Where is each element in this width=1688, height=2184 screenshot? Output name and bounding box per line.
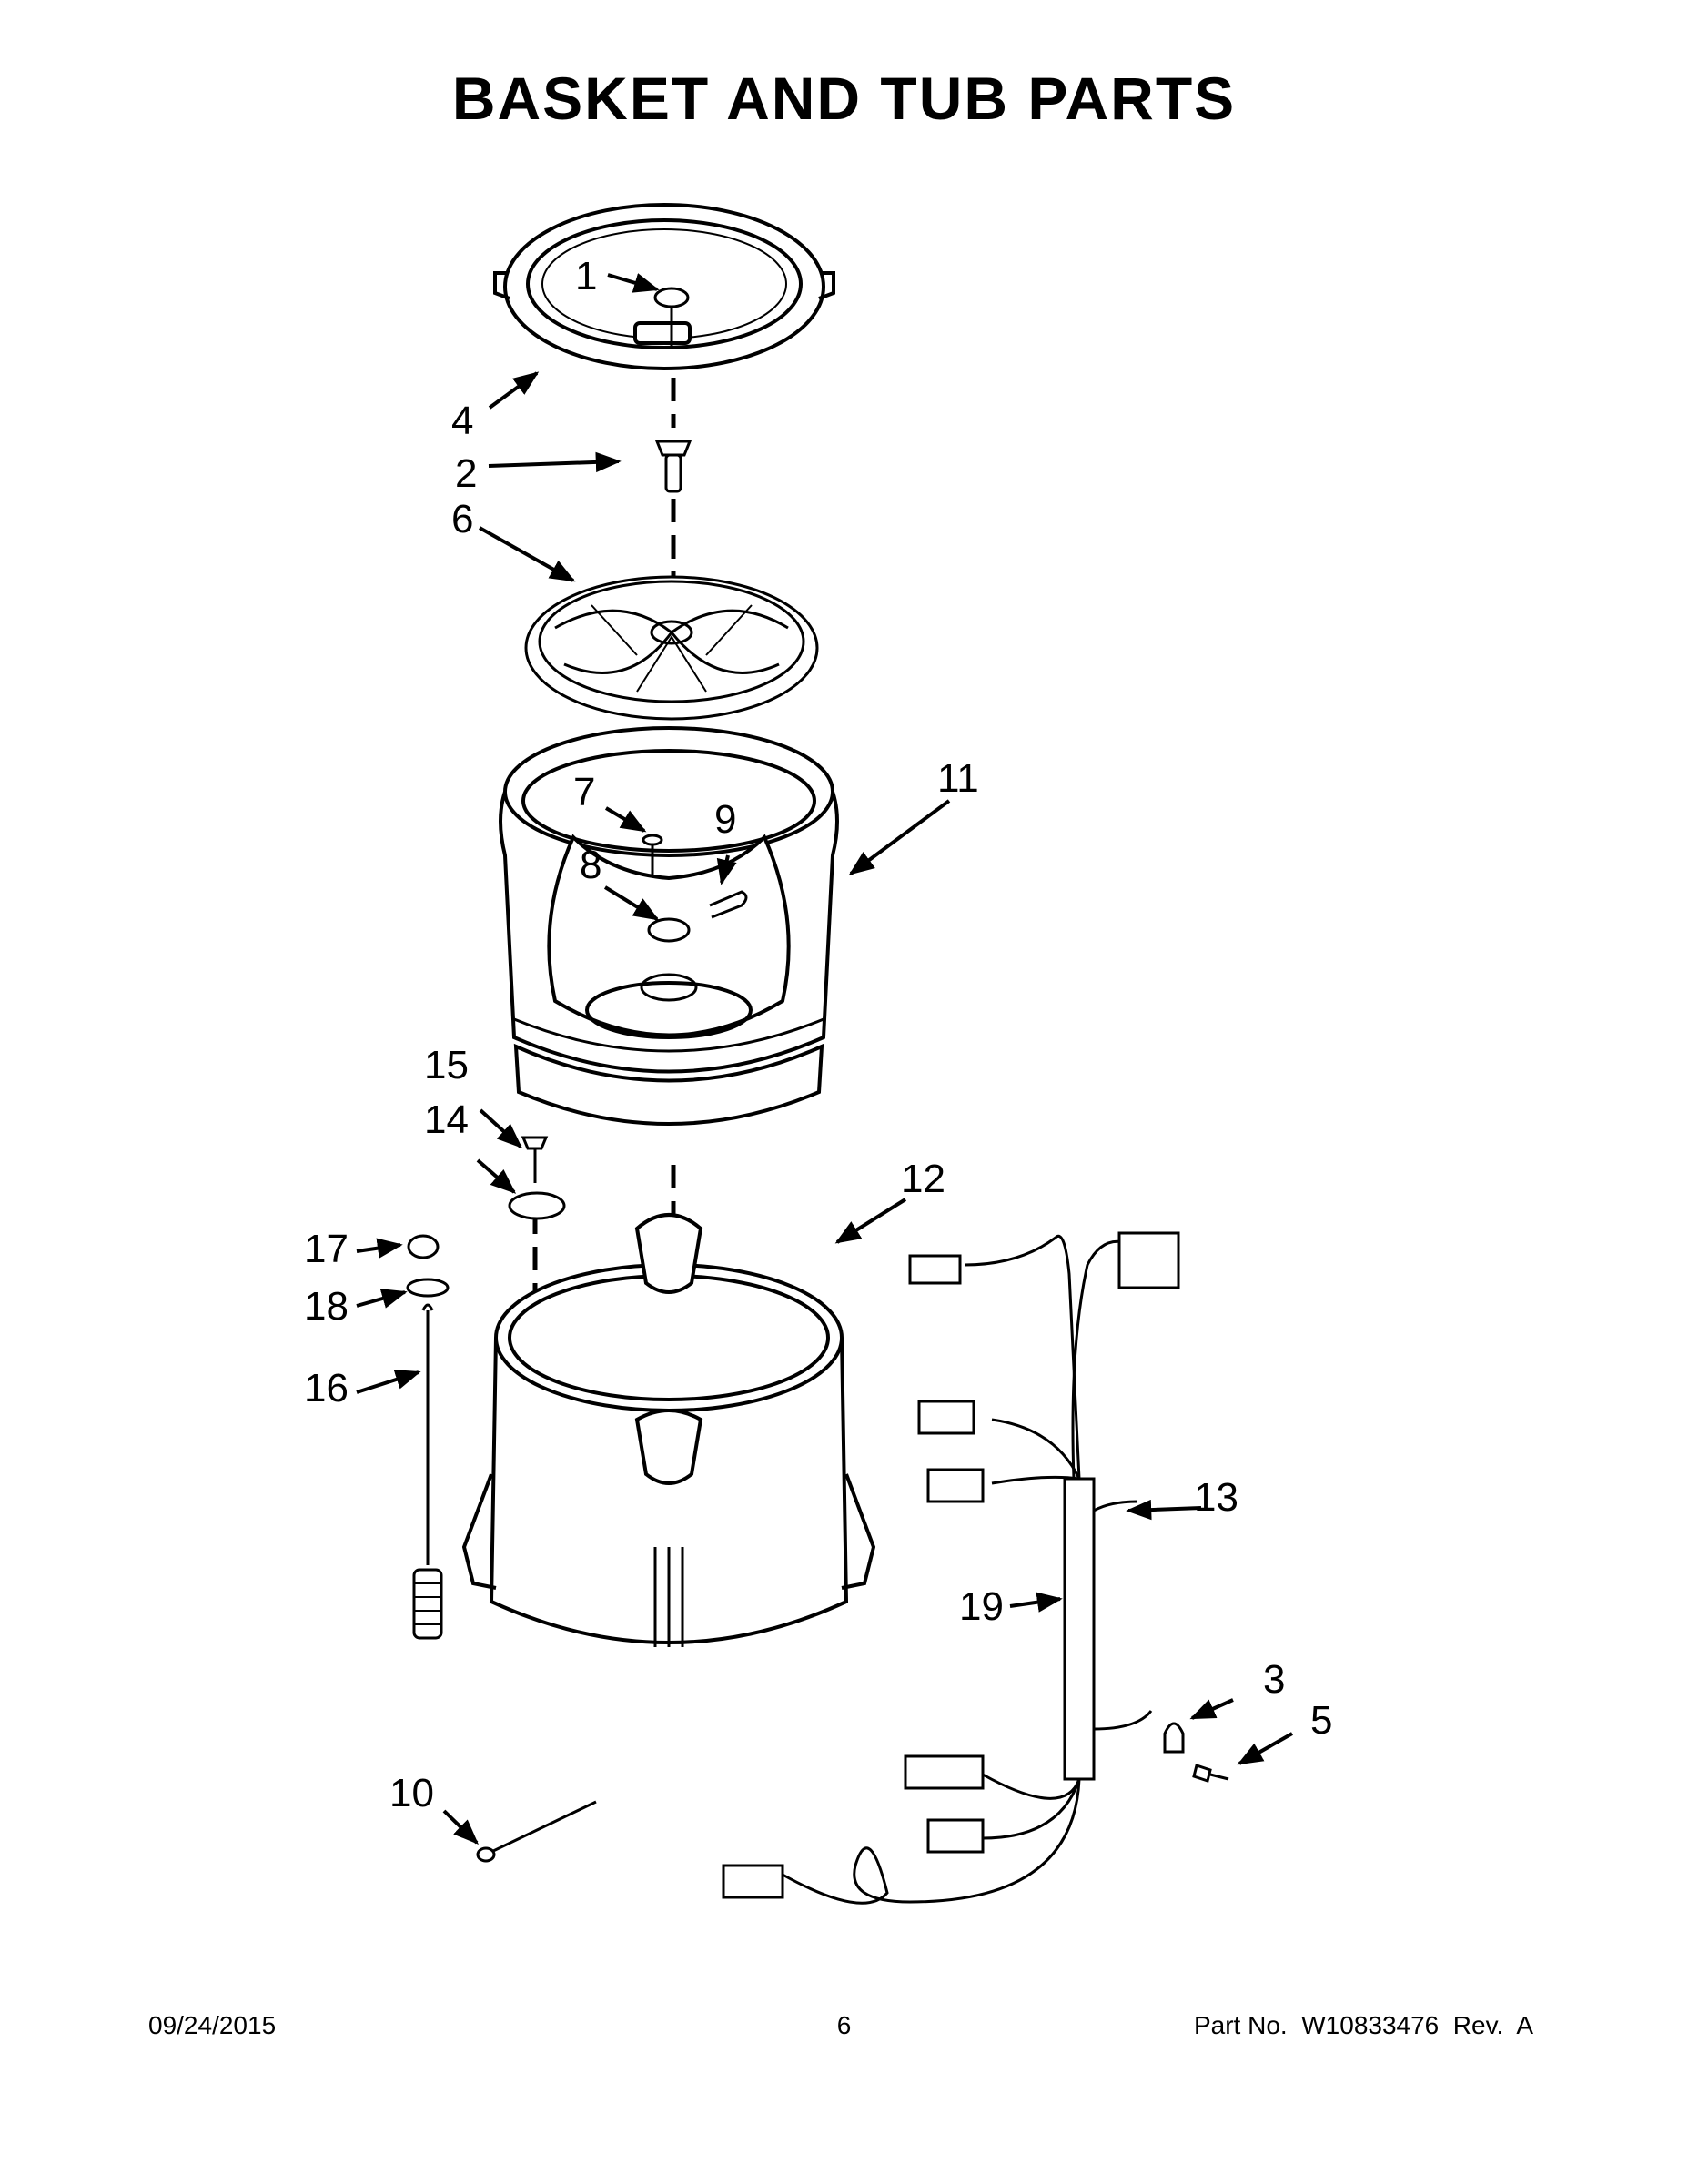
impeller bbox=[524, 575, 819, 721]
page-title: BASKET AND TUB PARTS bbox=[451, 65, 1237, 132]
basket-screw bbox=[642, 834, 663, 875]
temperature-sensor bbox=[476, 1800, 597, 1863]
footer-part-number: Part No. W10833476 Rev. A bbox=[1193, 2011, 1533, 2039]
wire-harness bbox=[722, 1231, 1180, 1905]
spanner-clip bbox=[709, 890, 748, 919]
callout-arrows bbox=[356, 273, 1293, 1845]
callout-6: 6 bbox=[451, 497, 473, 541]
callout-13: 13 bbox=[1194, 1475, 1238, 1520]
basket-plug bbox=[653, 287, 690, 348]
callout-19: 19 bbox=[959, 1584, 1004, 1629]
footer-page-number: 6 bbox=[836, 2011, 852, 2039]
footer-date: 09/24/2015 bbox=[148, 2011, 277, 2039]
callout-17: 17 bbox=[304, 1227, 349, 1271]
callout-11: 11 bbox=[937, 756, 979, 801]
basket-cover-ring bbox=[493, 203, 835, 370]
suspension-rod-cup bbox=[406, 1278, 450, 1298]
callout-3: 3 bbox=[1263, 1657, 1285, 1702]
clamp-screw bbox=[1192, 1764, 1229, 1783]
callout-10: 10 bbox=[389, 1771, 434, 1815]
hub-seal bbox=[647, 917, 691, 943]
callout-16: 16 bbox=[304, 1366, 349, 1410]
callout-5: 5 bbox=[1310, 1698, 1332, 1743]
callout-9: 9 bbox=[714, 797, 736, 842]
tub-screw bbox=[521, 1136, 549, 1183]
callout-8: 8 bbox=[580, 843, 601, 887]
callout-18: 18 bbox=[304, 1284, 349, 1329]
outer-tub bbox=[461, 1213, 876, 1647]
impeller-bolt bbox=[654, 440, 692, 493]
callout-7: 7 bbox=[573, 770, 595, 814]
callout-15: 15 bbox=[424, 1043, 469, 1087]
callout-2: 2 bbox=[455, 451, 477, 496]
harness-clamp bbox=[1163, 1722, 1185, 1754]
suspension-rod-ball bbox=[407, 1234, 440, 1259]
callout-14: 14 bbox=[424, 1097, 469, 1142]
callout-1: 1 bbox=[575, 254, 597, 298]
balance-ring-cap bbox=[508, 1191, 566, 1220]
callout-4: 4 bbox=[451, 399, 473, 443]
callout-labels: 1 2 3 4 5 6 7 8 9 10 11 12 13 14 15 16 1… bbox=[304, 254, 1332, 1815]
callout-12: 12 bbox=[901, 1157, 945, 1201]
suspension-rod bbox=[412, 1303, 443, 1640]
